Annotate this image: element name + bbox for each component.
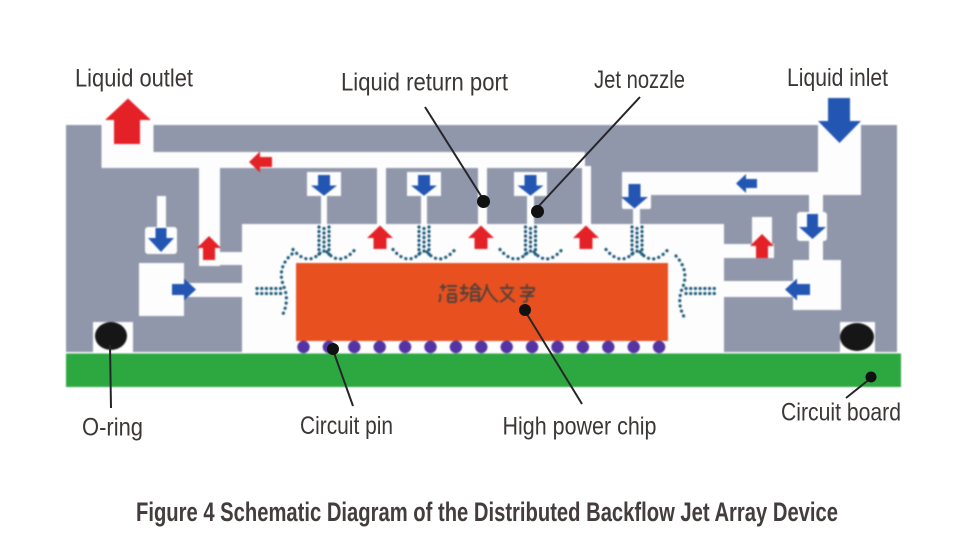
svg-text:Circuit pin: Circuit pin bbox=[300, 412, 393, 440]
svg-text:Circuit board: Circuit board bbox=[781, 399, 901, 427]
svg-text:Jet nozzle: Jet nozzle bbox=[594, 66, 685, 94]
svg-text:Liquid return port: Liquid return port bbox=[341, 69, 508, 97]
svg-text:High power chip: High power chip bbox=[503, 413, 657, 441]
svg-text:Liquid inlet: Liquid inlet bbox=[787, 64, 888, 92]
svg-text:Figure 4 Schematic Diagram of: Figure 4 Schematic Diagram of the Distri… bbox=[136, 497, 838, 527]
svg-text:Liquid outlet: Liquid outlet bbox=[75, 65, 193, 93]
svg-text:O-ring: O-ring bbox=[82, 414, 143, 442]
